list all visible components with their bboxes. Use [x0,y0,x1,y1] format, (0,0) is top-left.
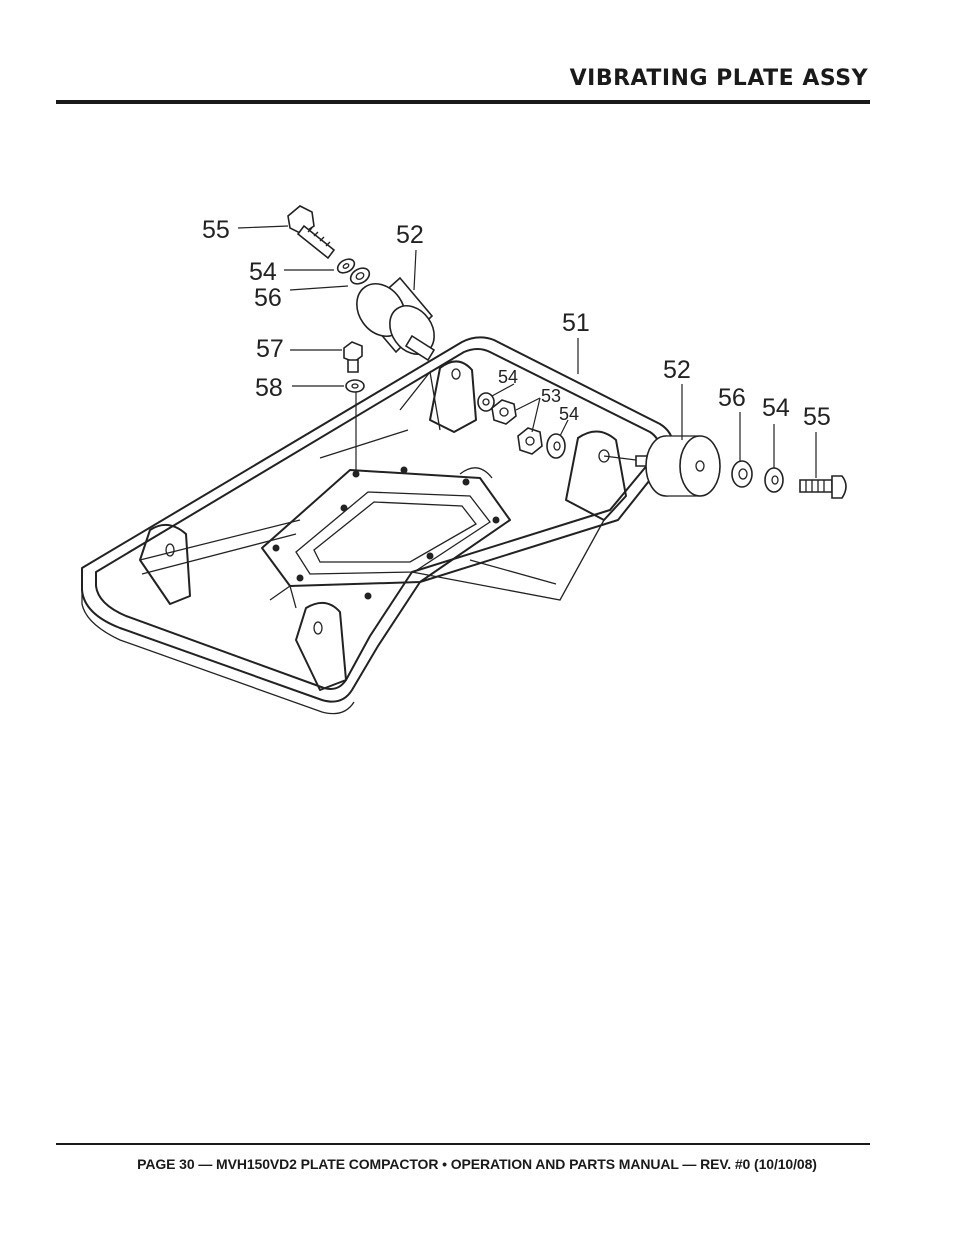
page-title: VIBRATING PLATE ASSY [569,66,868,91]
callout-54: 54 [498,367,518,387]
callout-55: 55 [803,403,831,431]
callout-54: 54 [249,258,277,286]
callout-53: 53 [541,386,561,406]
bolt-55-upper [287,205,336,260]
vibrating-plate-frame [81,336,674,715]
lock-washer-54-right [764,467,784,493]
callout-56: 56 [718,384,746,412]
callout-52: 52 [396,221,424,249]
drain-plug-57 [343,341,363,373]
callout-54: 54 [559,404,579,424]
nut-53-lower [517,427,543,455]
callout-54: 54 [762,394,790,422]
footer-rule [56,1143,870,1145]
callout-51: 51 [562,309,590,337]
rubber-mount-52-right [635,435,721,497]
callout-58: 58 [255,374,283,402]
rubber-mount-52-upper [356,276,436,362]
callout-57: 57 [256,335,284,363]
flat-washer-56-upper [349,267,371,285]
callout-55: 55 [202,216,230,244]
bolt-55-right [799,475,847,499]
washer-58 [345,379,365,470]
flat-washer-56-right [731,460,753,488]
lock-washer-54-lower [546,433,566,459]
callout-56: 56 [254,284,282,312]
callout-52: 52 [663,356,691,384]
nut-53-upper [491,399,517,425]
lock-washer-54-upper [336,258,356,274]
callout-labels: 55 52 54 56 57 58 51 54 53 54 52 56 54 5… [202,216,831,431]
header-rule [56,100,870,104]
page-footer: PAGE 30 — MVH150VD2 PLATE COMPACTOR • OP… [137,1156,817,1172]
lock-washer-54-mid [477,392,495,412]
leader-lines [237,225,817,478]
